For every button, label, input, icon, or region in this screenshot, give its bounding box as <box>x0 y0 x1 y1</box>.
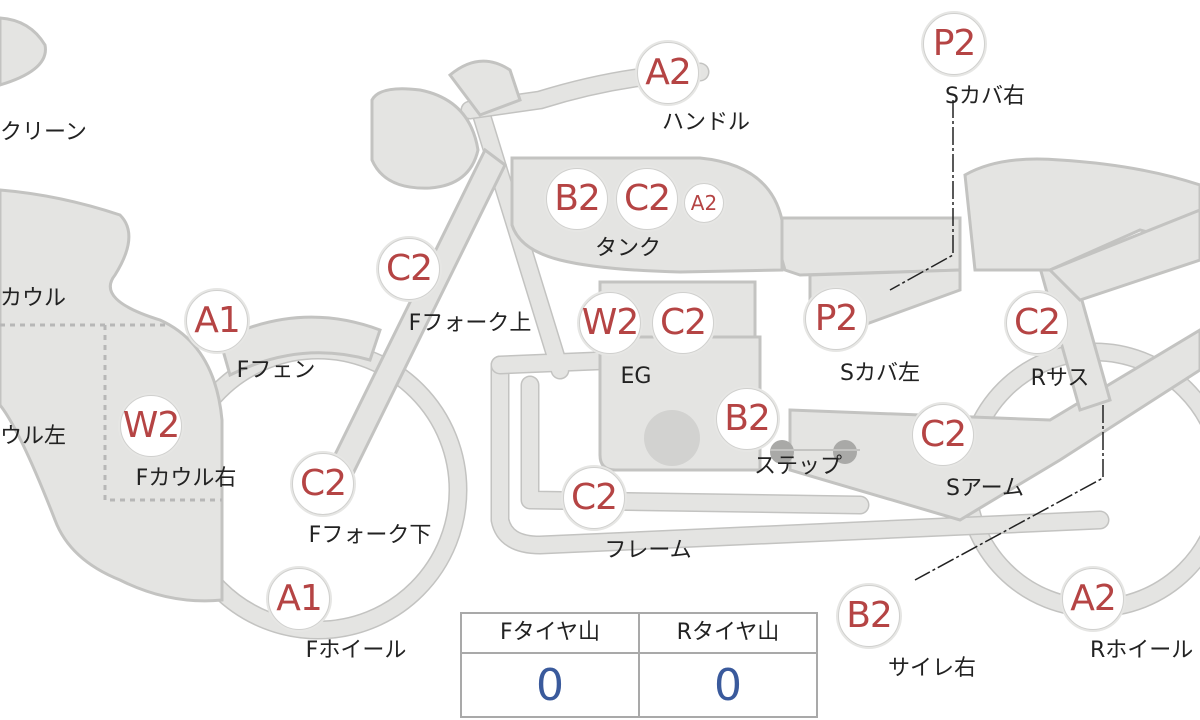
front-tire-column: Fタイヤ山 0 <box>462 614 638 716</box>
engine-cover <box>644 410 700 466</box>
front-cowl <box>0 188 224 603</box>
label-ffork-lower: Fフォーク下 <box>308 523 432 548</box>
marker-fcowl-r[interactable]: W2 <box>120 395 182 457</box>
front-fender <box>218 315 382 378</box>
label-handle: ハンドル <box>661 110 751 135</box>
windscreen <box>0 16 47 87</box>
label-cowl-left: ウル左 <box>0 424 67 449</box>
label-screen: クリーン <box>0 120 87 145</box>
marker-tank-b[interactable]: B2 <box>546 168 608 230</box>
marker-handle[interactable]: A2 <box>637 42 699 104</box>
marker-eg-w[interactable]: W2 <box>579 292 641 354</box>
marker-frame[interactable]: C2 <box>563 467 625 529</box>
label-sarm: Sアーム <box>946 476 1024 501</box>
label-ffender: Fフェン <box>236 358 316 383</box>
label-frame: フレーム <box>604 538 692 563</box>
marker-ffender[interactable]: A1 <box>186 290 248 352</box>
headlight <box>370 87 480 190</box>
label-ffork-upper: Fフォーク上 <box>408 311 532 336</box>
marker-scover-l[interactable]: P2 <box>805 288 867 350</box>
label-tank: タンク <box>594 236 662 261</box>
label-scover-l: Sカバ左 <box>840 361 920 386</box>
label-cowl: カウル <box>0 286 67 311</box>
marker-step[interactable]: B2 <box>716 388 778 450</box>
rear-tire-column: Rタイヤ山 0 <box>638 614 816 716</box>
rear-tire-header: Rタイヤ山 <box>640 614 816 654</box>
label-step: ステップ <box>753 454 843 479</box>
marker-tank-c[interactable]: C2 <box>616 168 678 230</box>
label-scover-r: Sカバ右 <box>945 84 1025 109</box>
engine <box>598 335 762 472</box>
label-fwheel: Fホイール <box>305 638 407 663</box>
marker-ffork-lower[interactable]: C2 <box>292 453 354 515</box>
label-rwheel: Rホイール <box>1090 638 1194 663</box>
rear-tire-value[interactable]: 0 <box>714 660 742 711</box>
marker-sarm[interactable]: C2 <box>912 404 974 466</box>
front-tire-value[interactable]: 0 <box>536 660 564 711</box>
label-silencer-r: サイレ右 <box>887 656 977 681</box>
marker-rwheel[interactable]: A2 <box>1062 568 1124 630</box>
marker-tank-a[interactable]: A2 <box>684 183 724 223</box>
marker-scover-r[interactable]: P2 <box>923 13 985 75</box>
tire-tread-table: Fタイヤ山 0 Rタイヤ山 0 <box>460 612 818 718</box>
marker-fwheel[interactable]: A1 <box>268 568 330 630</box>
marker-eg-c[interactable]: C2 <box>652 292 714 354</box>
step-left <box>770 440 794 464</box>
cowl-divider <box>0 323 222 502</box>
step-right <box>833 440 857 464</box>
marker-silencer-r[interactable]: B2 <box>838 585 900 647</box>
label-rsus: Rサス <box>1030 366 1090 391</box>
marker-ffork-upper[interactable]: C2 <box>378 238 440 300</box>
front-tire-header: Fタイヤ山 <box>462 614 638 654</box>
swing-arm <box>788 328 1200 522</box>
leader-scover-r <box>889 100 954 291</box>
label-eg: EG <box>620 364 652 389</box>
marker-rsus[interactable]: C2 <box>1006 292 1068 354</box>
label-fcowl-r: Fカウル右 <box>135 466 237 491</box>
